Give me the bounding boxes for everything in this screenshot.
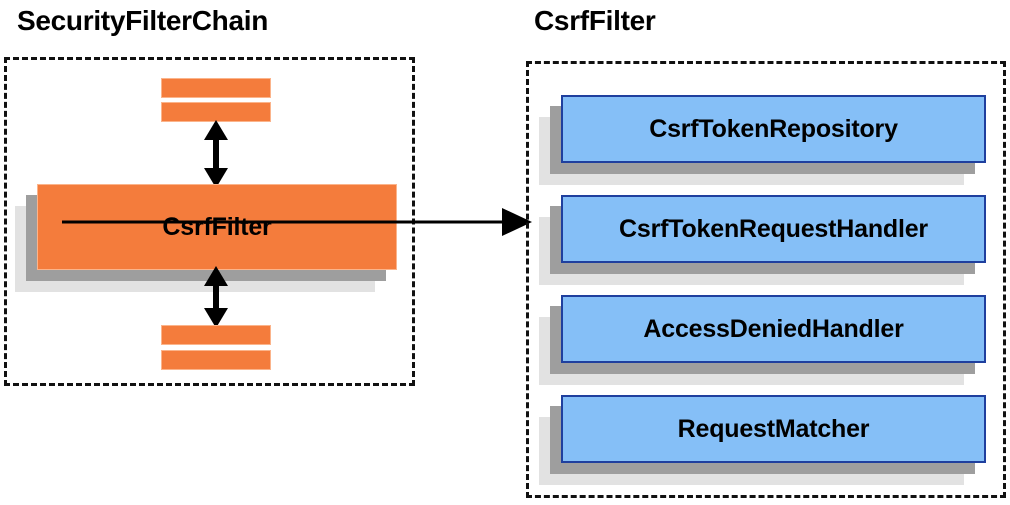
component-box-label: RequestMatcher (561, 395, 986, 463)
csrf-filter-box[interactable]: CsrfFilter (15, 184, 397, 292)
csrf-filter-expansion-arrow-icon (62, 208, 532, 236)
component-box-request-matcher[interactable]: RequestMatcher (539, 395, 986, 485)
csrf-filter-box-label: CsrfFilter (37, 184, 397, 270)
component-box-label: CsrfTokenRequestHandler (561, 195, 986, 263)
filter-stub-below-1 (161, 325, 271, 345)
filter-stub-below-2 (161, 350, 271, 370)
filter-stub-above-1 (161, 78, 271, 98)
component-box-label: AccessDeniedHandler (561, 295, 986, 363)
component-box-label: CsrfTokenRepository (561, 95, 986, 163)
component-box-csrf-token-repository[interactable]: CsrfTokenRepository (539, 95, 986, 185)
chain-arrow-upper-icon (204, 120, 228, 188)
filter-stub-above-2 (161, 102, 271, 122)
component-box-access-denied-handler[interactable]: AccessDeniedHandler (539, 295, 986, 385)
page-title-csrf-filter: CsrfFilter (534, 5, 656, 36)
page-title-security-filter-chain: SecurityFilterChain (17, 5, 269, 36)
chain-arrow-lower-icon (204, 266, 228, 328)
csrf-filter-detail-panel (526, 61, 1006, 498)
component-box-csrf-token-request-handler[interactable]: CsrfTokenRequestHandler (539, 195, 986, 285)
